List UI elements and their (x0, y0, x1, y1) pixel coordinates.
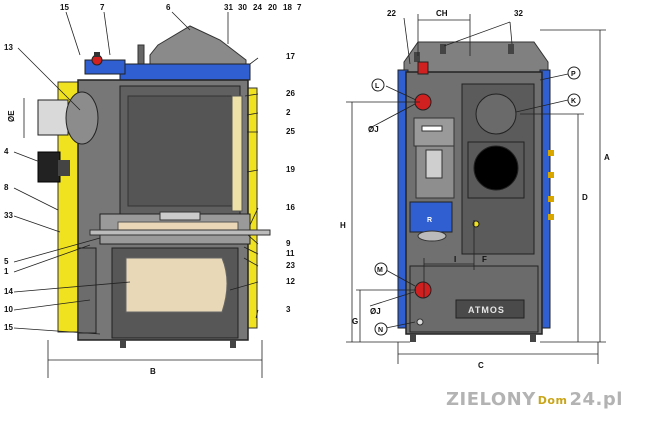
label-9: 9 (286, 239, 291, 248)
left-leader-lines (13, 11, 263, 378)
flue-circle (475, 93, 517, 135)
top-blue-left (84, 59, 126, 75)
label-19: 19 (286, 165, 295, 174)
label-22: 22 (387, 9, 396, 18)
dimension-g: G (352, 317, 358, 326)
fan-hole (473, 145, 519, 191)
label-7-right: 7 (297, 3, 302, 12)
logo-part-domain: 24.pl (569, 389, 623, 410)
marker-p: P (571, 71, 576, 78)
chimney-hood (149, 25, 247, 71)
dimension-h: H (340, 221, 346, 230)
label-20: 20 (268, 3, 277, 12)
dimension-i: I (454, 255, 456, 264)
dimension-d: D (582, 193, 588, 202)
label-26: 26 (286, 89, 295, 98)
label-3: 3 (286, 305, 291, 314)
logo-part-zielony: ZIELONY (446, 389, 536, 410)
exhaust-fan (37, 151, 61, 183)
label-2: 2 (286, 108, 291, 117)
logo-part-dom: Dom (537, 394, 568, 407)
label-15-top: 15 (60, 3, 69, 12)
label-11: 11 (286, 249, 295, 258)
marker-m: M (377, 267, 383, 274)
label-32: 32 (514, 9, 523, 18)
label-30: 30 (238, 3, 247, 12)
label-33: 33 (4, 211, 13, 220)
label-18: 18 (283, 3, 292, 12)
marker-k: K (571, 98, 576, 105)
marker-n: N (378, 327, 383, 334)
dimension-a: A (604, 153, 610, 162)
right-callout-labels: 22 CH 32 L P K ØJ H A D M I F G ØJ N C (340, 9, 610, 370)
dimension-f: F (482, 255, 487, 264)
label-diameter-j-bottom: ØJ (370, 307, 381, 316)
label-31: 31 (224, 3, 233, 12)
red-valve-m (414, 281, 432, 299)
brand-plate-text: ATMOS (468, 305, 505, 315)
site-logo: ZIELONY Dom 24.pl (446, 384, 623, 410)
label-16: 16 (286, 203, 295, 212)
blue-tank (409, 201, 453, 233)
control-panel-top (413, 117, 455, 147)
top-blue-cover (119, 63, 251, 81)
label-14: 14 (4, 287, 13, 296)
label-7: 7 (100, 3, 105, 12)
dimension-b: B (150, 367, 156, 376)
side-section-view (37, 25, 271, 348)
label-10: 10 (4, 305, 13, 314)
label-12: 12 (286, 277, 295, 286)
label-23: 23 (286, 261, 295, 270)
red-valve-top (417, 61, 429, 75)
flue-outlet (37, 99, 69, 136)
label-diameter-j-top: ØJ (368, 125, 379, 134)
label-4: 4 (4, 147, 9, 156)
dimension-c: C (478, 361, 484, 370)
lower-door (77, 247, 97, 334)
flue-collar (65, 91, 99, 145)
label-8: 8 (4, 183, 9, 192)
label-15-bottom: 15 (4, 323, 13, 332)
label-5: 5 (4, 257, 9, 266)
label-25: 25 (286, 127, 295, 136)
brand-plate (455, 299, 525, 319)
label-1: 1 (4, 267, 9, 276)
label-13: 13 (4, 43, 13, 52)
label-17: 17 (286, 52, 295, 61)
cooling-loop (89, 229, 271, 236)
front-view: R ATMOS (397, 41, 554, 342)
lower-front-door (409, 265, 539, 333)
label-24: 24 (253, 3, 262, 12)
label-6: 6 (166, 3, 171, 12)
right-dimension-lines (346, 14, 606, 364)
panel-letter-r: R (427, 217, 432, 224)
label-diameter-e: ØE (7, 110, 16, 122)
marker-l: L (375, 83, 380, 90)
left-callout-labels: 15 7 6 31 30 24 20 18 7 17 13 26 2 25 ØE… (4, 3, 302, 376)
ceramic-chamber (125, 257, 228, 313)
label-ch: CH (436, 9, 448, 18)
